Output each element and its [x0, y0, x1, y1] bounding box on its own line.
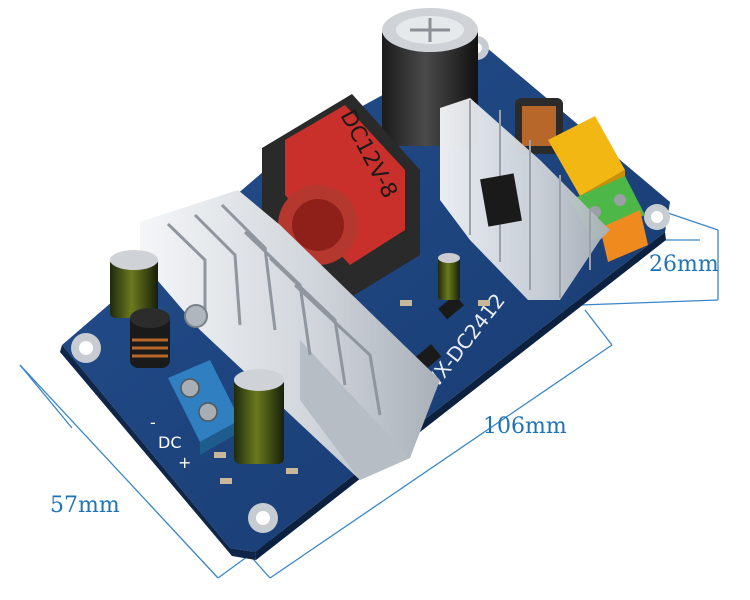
dc-output-terminal [168, 360, 240, 455]
left-capacitor [110, 250, 158, 318]
left-heatsink [140, 190, 440, 480]
dc-label-marking: DC [158, 433, 182, 452]
dc-terminal-markings: - DC + [150, 413, 191, 472]
right-heatsink [440, 98, 610, 300]
small-capacitor-back [438, 253, 460, 300]
height-dimension-label: 26mm [649, 252, 719, 277]
dc-minus-marking: - [150, 413, 156, 432]
choke-inductor [130, 308, 170, 368]
output-capacitor [234, 369, 284, 464]
dc-plus-marking: + [178, 453, 191, 472]
dimension-lines [19, 211, 719, 579]
length-dimension-label: 106mm [483, 414, 567, 439]
width-dimension-label: 57mm [50, 493, 120, 518]
